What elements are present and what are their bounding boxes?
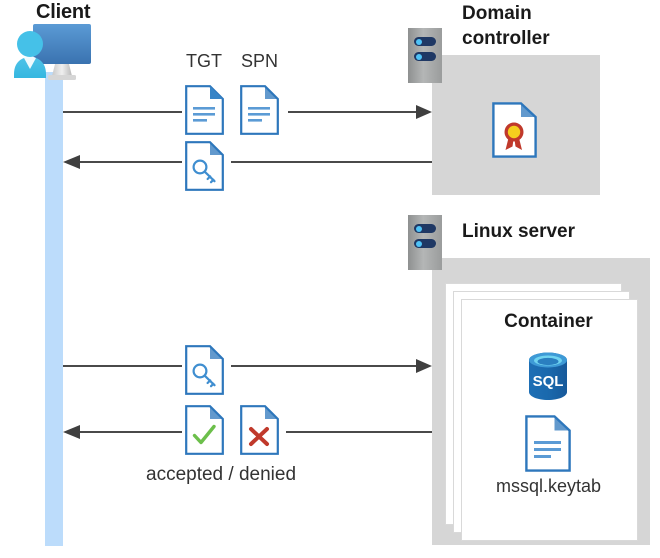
domain-controller-title-line2: controller [462, 28, 550, 50]
rack-bar-2 [414, 52, 436, 61]
tgt-document-icon [185, 85, 224, 140]
client-label: Client [36, 1, 91, 23]
rack-led-2 [416, 240, 422, 247]
client-lifeline [45, 72, 63, 546]
arrow-head-request [416, 105, 432, 119]
rack-led-1 [416, 38, 422, 45]
rack-bar-1 [414, 224, 436, 233]
arrow-head-present [416, 359, 432, 373]
domain-controller-title-line1: Domain [462, 3, 532, 24]
keytab-document-icon [525, 415, 571, 477]
spn-document-icon [240, 85, 279, 140]
domain-controller-title: Domain controller [462, 1, 652, 51]
kerberos-ticket-key-document-icon-2 [185, 345, 224, 400]
rack-led-1 [416, 225, 422, 232]
keytab-filename-label: mssql.keytab [495, 476, 602, 496]
client-computer-user-icon [8, 22, 100, 84]
kerberos-ticket-key-document-icon [185, 141, 224, 196]
denied-cross-document-icon [240, 405, 279, 460]
rack-bar-1 [414, 37, 436, 46]
accepted-denied-label: accepted / denied [146, 464, 297, 485]
domain-controller-server-rack-icon [408, 28, 442, 83]
container-title: Container [504, 311, 593, 332]
rack-bar-2 [414, 239, 436, 248]
linux-server-rack-icon [408, 215, 442, 270]
arrow-head-ticket [63, 155, 80, 169]
accepted-check-document-icon [185, 405, 224, 460]
sql-database-icon: SQL [524, 350, 572, 407]
tgt-label: TGT [186, 51, 222, 71]
svg-text:SQL: SQL [533, 373, 564, 390]
linux-server-title: Linux server [462, 221, 575, 242]
arrow-head-verdict [63, 425, 80, 439]
rack-led-2 [416, 53, 422, 60]
spn-label: SPN [241, 51, 279, 71]
certificate-document-icon [492, 102, 537, 163]
